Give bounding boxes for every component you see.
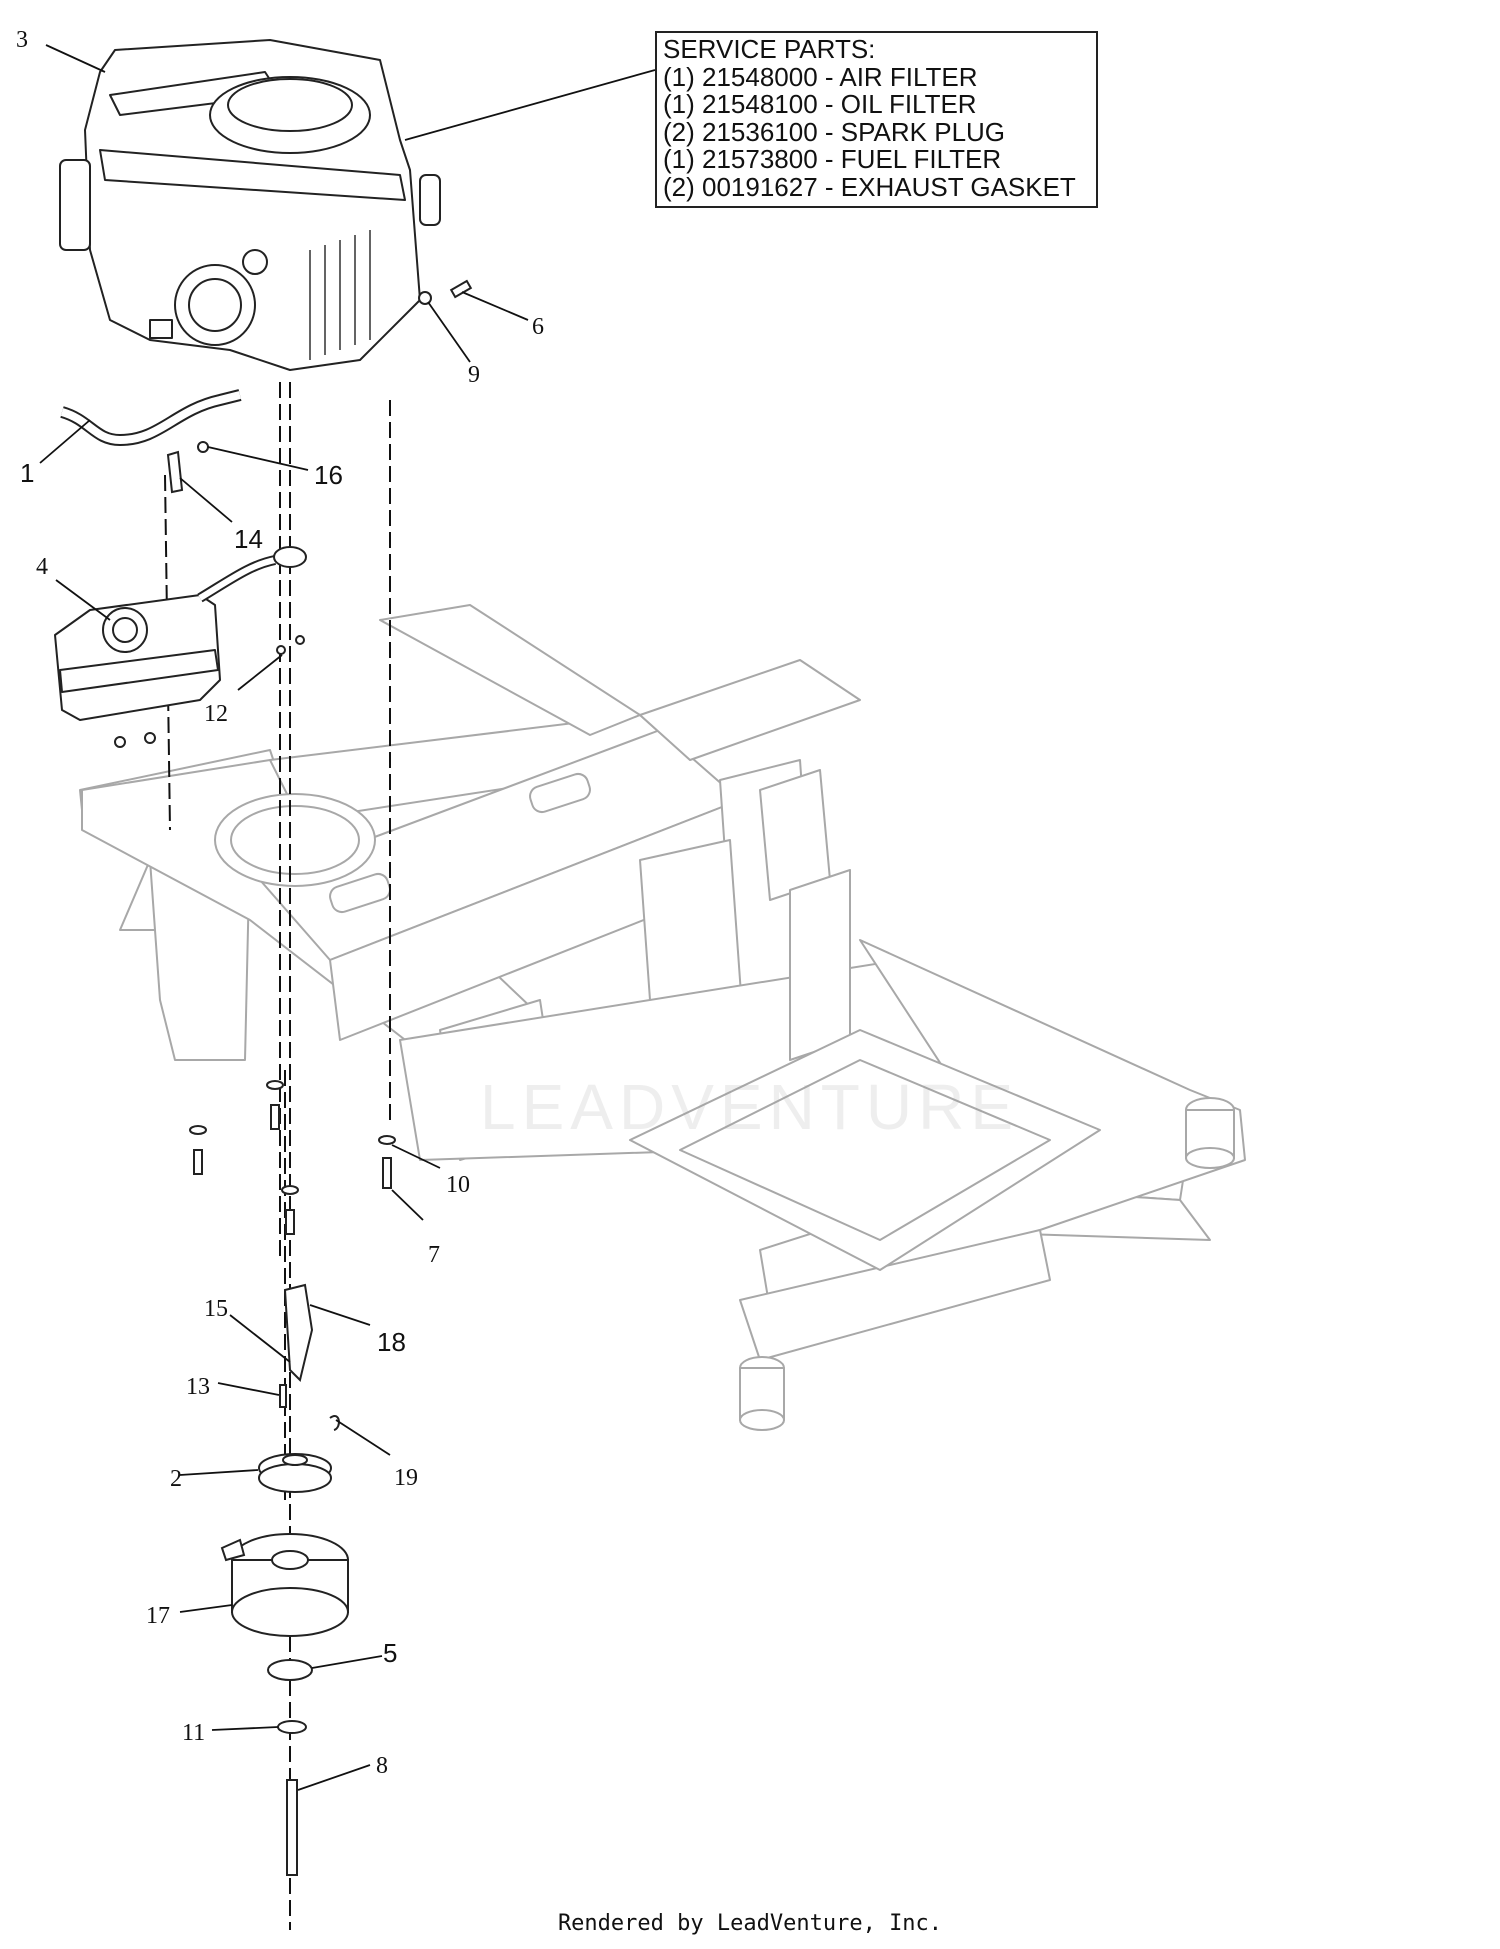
engine bbox=[59, 39, 441, 371]
callout-10: 10 bbox=[446, 1172, 470, 1198]
service-parts-box: SERVICE PARTS: (1) 21548000 - AIR FILTER… bbox=[655, 31, 1098, 208]
callout-12: 12 bbox=[204, 701, 228, 727]
hose-clip bbox=[166, 450, 184, 494]
pto-clutch bbox=[220, 1533, 349, 1637]
mower-frame bbox=[79, 604, 1246, 1431]
flat-washer bbox=[277, 1720, 307, 1734]
service-parts-heading: SERVICE PARTS: bbox=[663, 34, 876, 64]
render-credit: Rendered by LeadVenture, Inc. bbox=[557, 1911, 943, 1936]
service-part-item: (1) 21548100 - OIL FILTER bbox=[663, 89, 977, 119]
washer-bolt-stack bbox=[189, 1080, 396, 1235]
clutch-bolt bbox=[286, 1779, 298, 1876]
spring-pin bbox=[279, 1384, 287, 1408]
spacer bbox=[267, 1659, 313, 1681]
callout-18: 18 bbox=[377, 1327, 406, 1357]
callout-8: 8 bbox=[376, 1753, 388, 1779]
watermark: LEADVENTURE bbox=[480, 1071, 1019, 1143]
callout-labels: 3 6 9 1 16 14 4 12 10 7 15 18 13 19 2 17… bbox=[16, 27, 544, 1779]
callout-13: 13 bbox=[186, 1374, 210, 1400]
callout-5: 5 bbox=[383, 1638, 397, 1668]
callout-4: 4 bbox=[36, 554, 48, 580]
callout-9: 9 bbox=[468, 362, 480, 388]
clutch-bracket bbox=[283, 1283, 314, 1382]
leader-lines bbox=[39, 44, 656, 1791]
callout-17: 17 bbox=[146, 1603, 170, 1629]
pulley bbox=[258, 1453, 332, 1493]
callout-1: 1 bbox=[20, 458, 34, 488]
callout-6: 6 bbox=[532, 314, 544, 340]
callout-19: 19 bbox=[394, 1465, 418, 1491]
service-part-item: (1) 21573800 - FUEL FILTER bbox=[663, 144, 1002, 174]
service-part-item: (1) 21548000 - AIR FILTER bbox=[663, 61, 978, 92]
callout-2: 2 bbox=[170, 1466, 182, 1492]
callout-11: 11 bbox=[182, 1720, 205, 1746]
callout-14: 14 bbox=[234, 524, 263, 554]
service-part-item: (2) 21536100 - SPARK PLUG bbox=[663, 116, 1006, 147]
clip-screw bbox=[197, 441, 209, 453]
callout-3: 3 bbox=[16, 27, 28, 53]
retaining-clip bbox=[329, 1415, 340, 1431]
callout-15: 15 bbox=[204, 1296, 228, 1322]
callout-16: 16 bbox=[314, 460, 343, 490]
service-part-item: (2) 00191627 - EXHAUST GASKET bbox=[663, 171, 1076, 202]
callout-7: 7 bbox=[428, 1242, 440, 1268]
muffler bbox=[54, 546, 307, 748]
